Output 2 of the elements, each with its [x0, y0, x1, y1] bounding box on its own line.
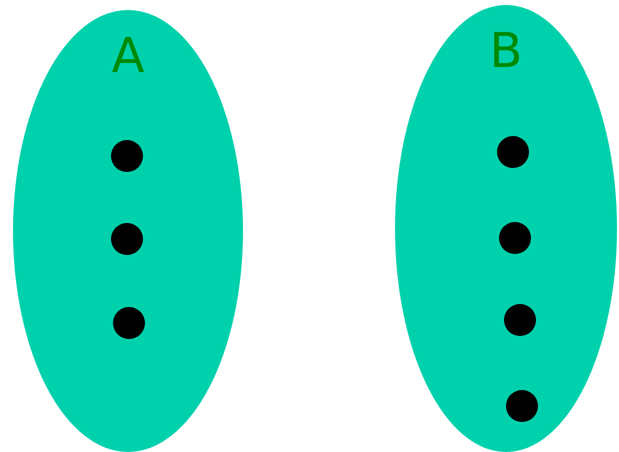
set-label: B [488, 27, 524, 75]
set-label: A [110, 32, 146, 80]
